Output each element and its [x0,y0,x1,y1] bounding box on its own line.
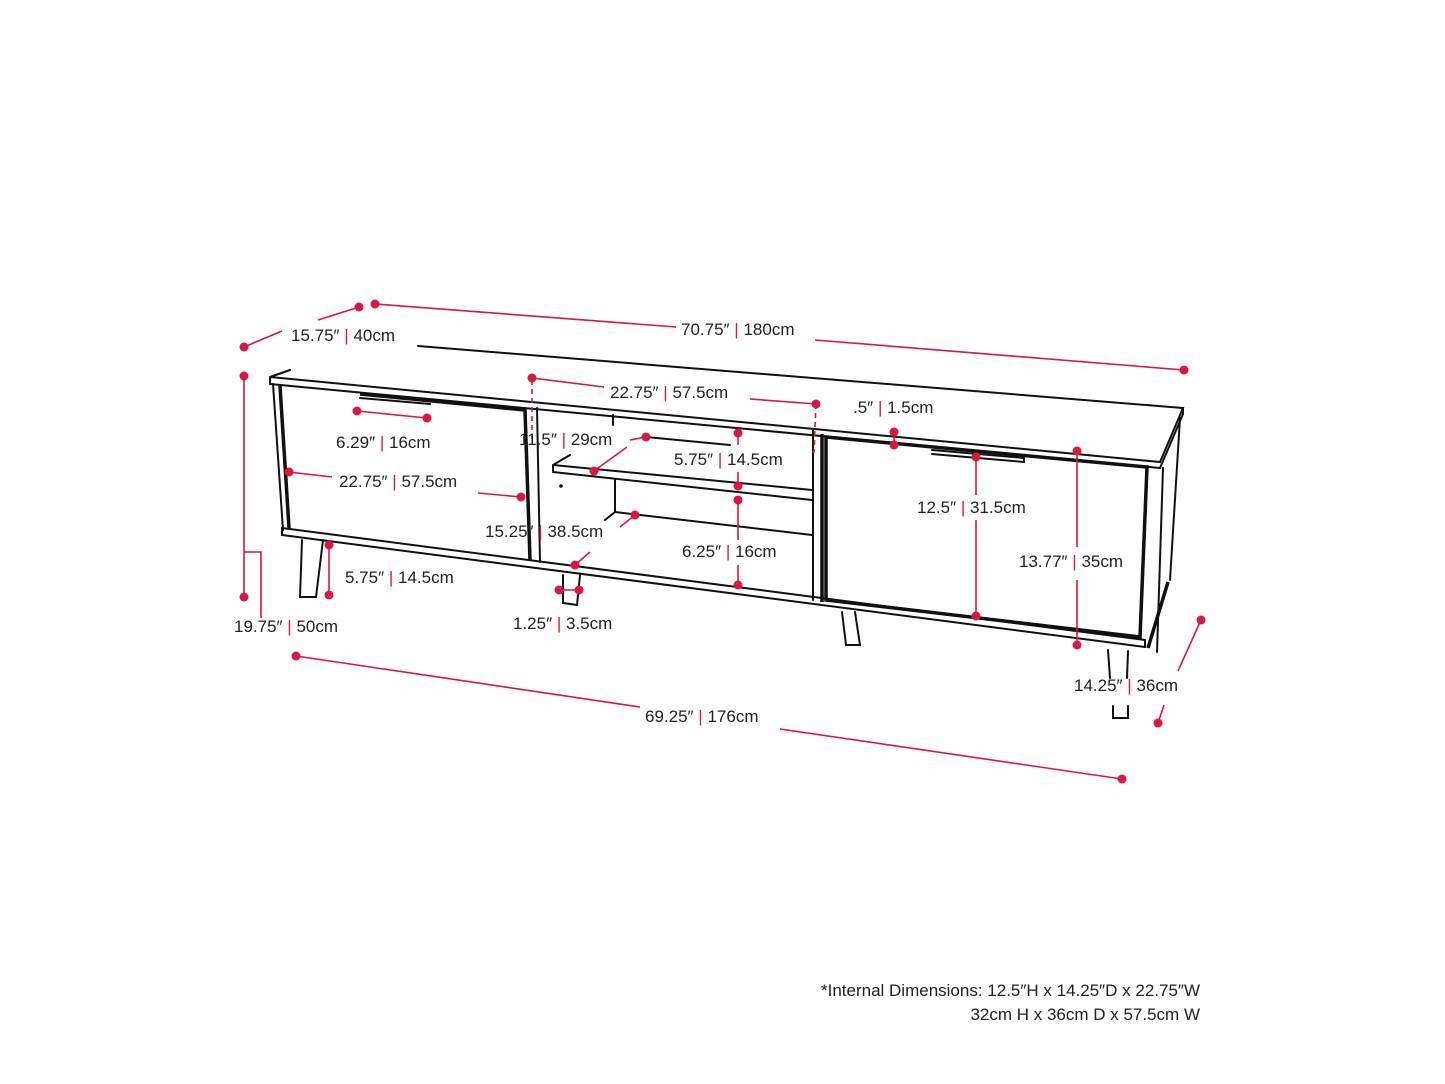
label-leg-width: 1.25″ | 3.5cm [513,614,612,633]
label-door-height: 12.5″ | 31.5cm [917,498,1026,517]
label-leg-height: 5.75″ | 14.5cm [345,568,454,587]
label-width-base: 69.25″ | 176cm [645,707,758,726]
label-top-thickness: .5″ | 1.5cm [853,398,933,417]
label-base-depth: 14.25″ | 36cm [1074,676,1178,695]
label-lower-depth: 15.25″ | 38.5cm [485,522,603,541]
label-door-width: 22.75″ | 57.5cm [339,472,457,491]
dimension-dots [239,299,1206,784]
label-upper-opening: 5.75″ | 14.5cm [674,450,783,469]
label-handle-width: 6.29″ | 16cm [336,433,431,452]
footnote-imperial: *Internal Dimensions: 12.5″H x 14.25″D x… [821,981,1200,1000]
tv-stand-outline [269,345,1185,719]
label-shelf-depth: 11.5″ | 29cm [519,430,612,449]
label-depth-top: 15.75″ | 40cm [291,326,395,345]
label-body-height: 13.77″ | 35cm [1019,552,1123,571]
label-center-width: 22.75″ | 57.5cm [610,383,728,402]
footnote-metric: 32cm H x 36cm D x 57.5cm W [970,1005,1200,1024]
label-width-top: 70.75″ | 180cm [681,320,794,339]
label-height-total: 19.75″ | 50cm [234,617,338,636]
label-lower-opening: 6.25″ | 16cm [682,542,777,561]
